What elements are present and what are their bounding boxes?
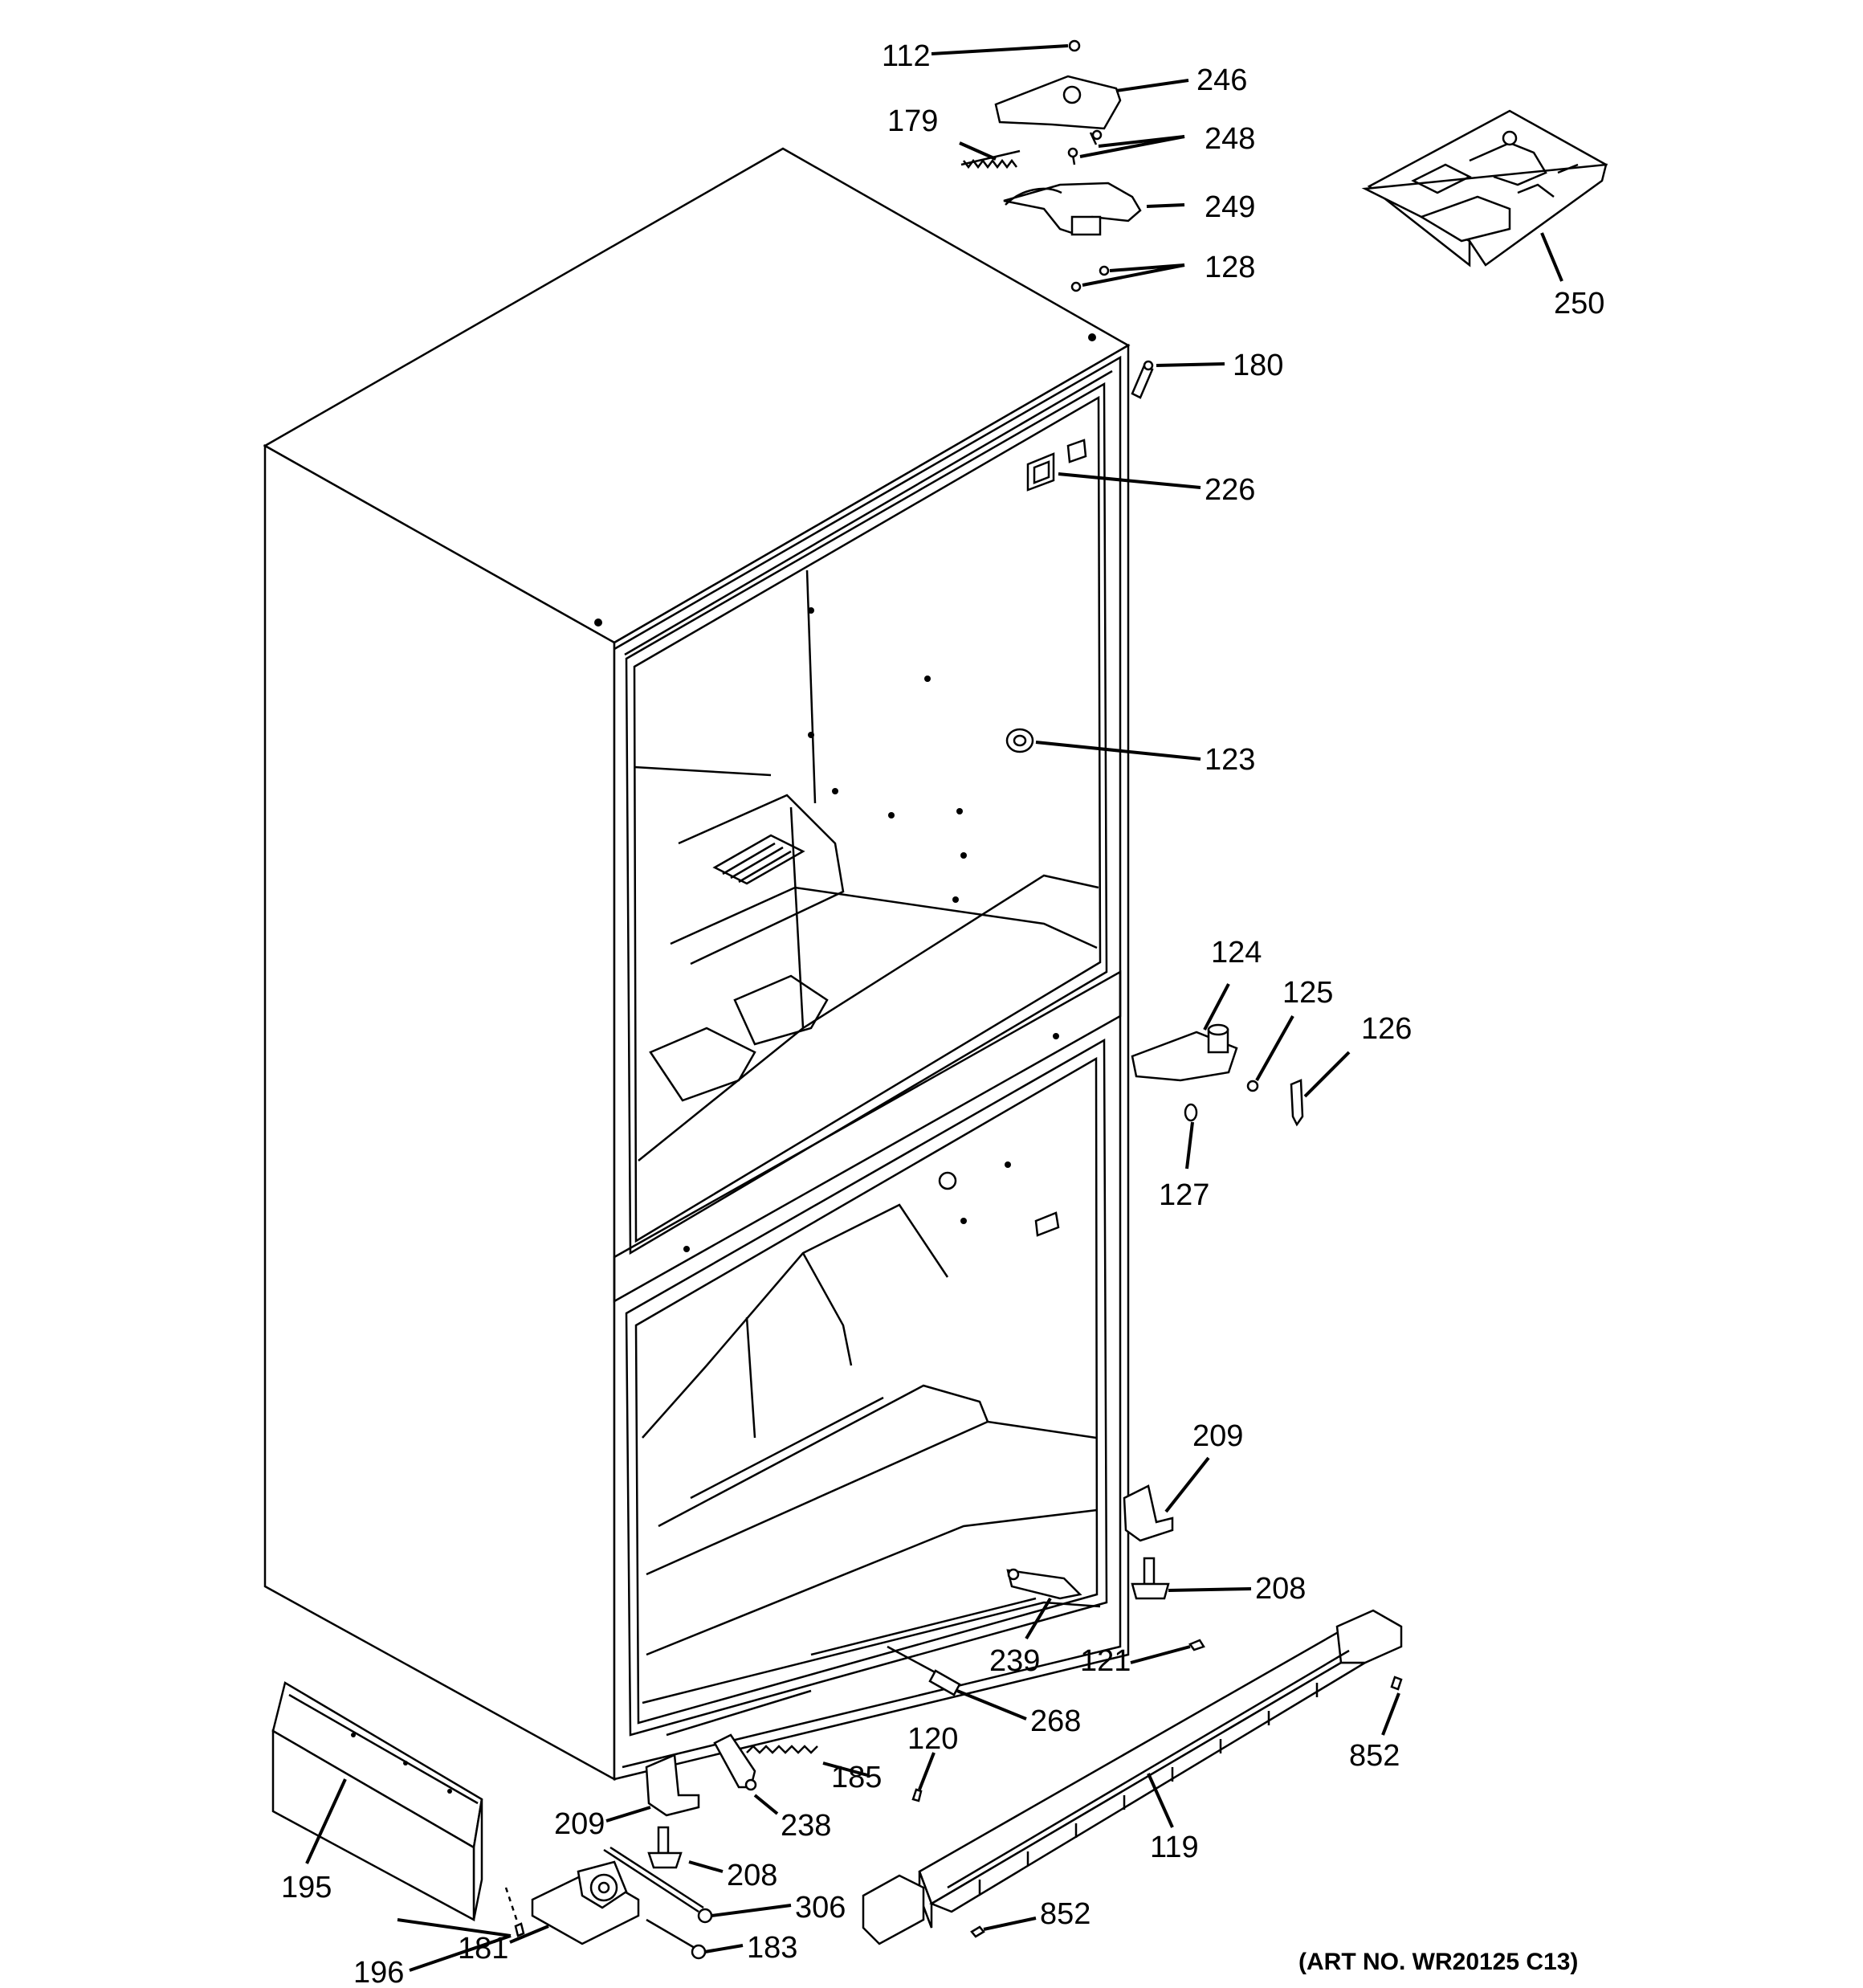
vent-grille (712, 834, 805, 885)
callout-268: 268 (1030, 1704, 1081, 1738)
callout-239: 239 (989, 1644, 1040, 1678)
callout-labels: 112 246 179 248 249 128 250 180 226 123 … (281, 39, 1604, 1988)
part-180 (1131, 360, 1154, 399)
light-socket-123 (1005, 728, 1034, 753)
screw-196 (504, 1887, 525, 1937)
callout-852-right: 852 (1349, 1739, 1400, 1773)
callout-208-left: 208 (727, 1859, 777, 1892)
spring-179 (960, 149, 1021, 169)
bracket-209-right (1123, 1484, 1174, 1542)
callout-226: 226 (1205, 473, 1255, 507)
callout-249: 249 (1205, 190, 1255, 224)
screw-852-left (970, 1925, 985, 1938)
callout-121: 121 (1080, 1644, 1131, 1678)
callout-181: 181 (458, 1932, 508, 1966)
grille-119 (862, 1609, 1403, 1945)
callout-246: 246 (1196, 63, 1247, 97)
cap-126 (1290, 1079, 1304, 1127)
hinge-cover-246 (994, 75, 1122, 130)
callout-209-right: 209 (1192, 1419, 1243, 1453)
callout-179: 179 (887, 104, 938, 138)
callout-180: 180 (1233, 349, 1283, 382)
screws-248 (1067, 129, 1103, 165)
hinge-124 (1131, 1023, 1238, 1082)
hinge-kit-250 (1361, 109, 1608, 267)
callout-112: 112 (882, 39, 931, 73)
screw-121 (1188, 1639, 1205, 1651)
callout-124: 124 (1211, 936, 1262, 970)
leveler-208-right (1131, 1557, 1170, 1600)
callout-852-left: 852 (1040, 1897, 1090, 1931)
callout-120: 120 (907, 1722, 958, 1756)
art-number: (ART NO. WR20125 C13) (1298, 1949, 1578, 1975)
spring-185 (746, 1745, 818, 1754)
screw-112 (1068, 39, 1081, 52)
screw-183 (646, 1918, 707, 1960)
callout-306: 306 (795, 1891, 846, 1925)
rod-268 (887, 1645, 961, 1696)
leader-lines (305, 44, 1563, 1972)
screw-120 (911, 1788, 923, 1802)
bracket-209-left (645, 1753, 700, 1817)
callout-127: 127 (1159, 1178, 1209, 1212)
part-238 (713, 1733, 757, 1791)
callout-119: 119 (1150, 1831, 1199, 1864)
callout-250: 250 (1554, 287, 1604, 320)
kickplate-195 (271, 1681, 483, 1922)
callout-185: 185 (831, 1761, 882, 1794)
part-239 (1006, 1568, 1082, 1600)
callout-209-left: 209 (554, 1807, 605, 1841)
callout-123: 123 (1205, 743, 1255, 777)
callout-238: 238 (781, 1809, 831, 1843)
hinge-249 (1003, 182, 1142, 236)
refrigerator-cabinet (263, 147, 1131, 1782)
callout-248: 248 (1205, 122, 1255, 156)
roller-181 (531, 1860, 640, 1945)
plug-127 (1184, 1103, 1198, 1122)
callout-125: 125 (1282, 976, 1333, 1010)
screws-128 (1070, 265, 1110, 292)
callout-183: 183 (747, 1931, 797, 1965)
screw-852-right (1390, 1676, 1403, 1691)
callout-196: 196 (353, 1956, 404, 1988)
switch-226 (1026, 452, 1055, 492)
callout-195: 195 (281, 1871, 332, 1904)
leveler-208-left (647, 1826, 683, 1869)
callout-208-right: 208 (1255, 1572, 1306, 1606)
callout-126: 126 (1361, 1012, 1412, 1046)
callout-128: 128 (1205, 251, 1255, 284)
screw-125 (1246, 1080, 1259, 1092)
